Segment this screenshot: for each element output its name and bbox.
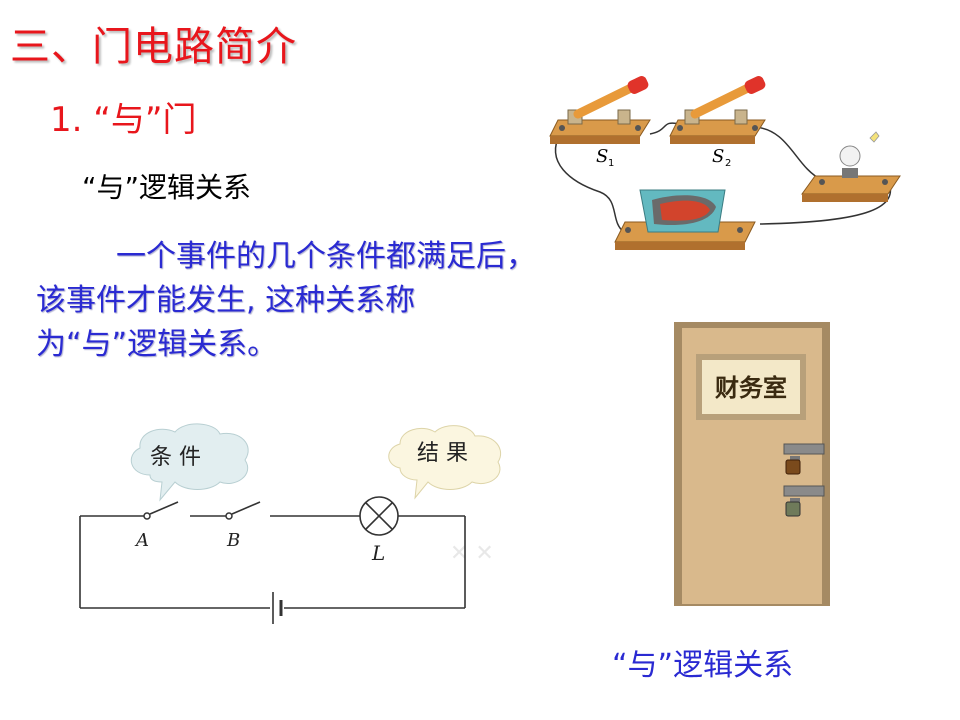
switch-a-label: A — [134, 530, 149, 551]
switch-1-subscript: 1 — [608, 158, 614, 169]
circuit-wires — [79, 515, 466, 609]
slide-title: 三、门电路简介 — [10, 24, 297, 70]
padlock-2 — [783, 485, 825, 517]
finance-office-door: 财务室 — [674, 322, 830, 606]
switch-b-label: B — [226, 530, 240, 551]
switch-1-label: S — [596, 146, 608, 167]
knife-switch-2 — [669, 76, 766, 144]
padlock-1 — [783, 443, 825, 475]
door-caption: “与”逻辑关系 — [612, 648, 794, 683]
switch-2-label: S — [712, 146, 724, 167]
result-bubble-text: 结 果 — [417, 441, 468, 466]
condition-bubble-text: 条 件 — [150, 445, 201, 470]
lamp-label: L — [371, 541, 385, 565]
switch-a — [143, 501, 179, 520]
series-switch-illustration: S 1 S 2 — [549, 76, 901, 250]
faded-background-mark: ✕ ✕ — [450, 541, 494, 566]
door-sign-board — [702, 360, 800, 414]
wire-left — [554, 133, 625, 233]
knife-switch-1 — [549, 76, 651, 144]
result-bubble — [388, 425, 502, 500]
battery-symbol — [272, 592, 283, 624]
battery-board — [614, 189, 756, 250]
section-subtitle: 1. “与”门 — [50, 100, 197, 140]
logic-heading: “与”逻辑关系 — [82, 171, 252, 204]
switch-b — [225, 501, 261, 520]
switch-2-subscript: 2 — [725, 158, 731, 169]
door-sign-text: 财务室 — [715, 374, 787, 402]
wire-switch-to-lamp — [754, 126, 823, 181]
and-gate-circuit-diagram: 条 件 结 果 ✕ ✕ A B L — [79, 423, 502, 624]
lamp-symbol — [359, 496, 399, 536]
definition-paragraph: 一个事件的几个条件都满足后，该事件才能发生, 这种关系称为“与”逻辑关系。 — [36, 239, 536, 362]
lamp-board — [801, 131, 901, 202]
condition-bubble — [130, 423, 249, 502]
